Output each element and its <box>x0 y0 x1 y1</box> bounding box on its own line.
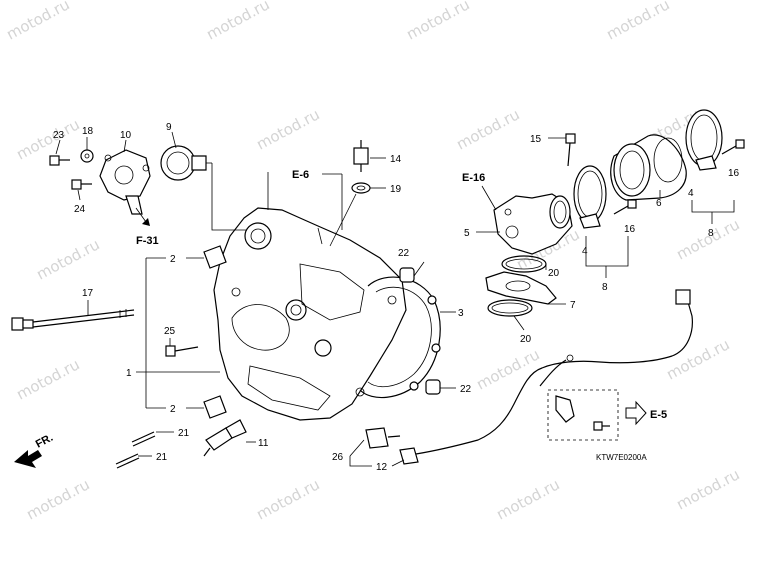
ref-e5: E-5 <box>625 400 667 426</box>
front-label: FR. <box>34 432 55 451</box>
part-washer-19 <box>351 182 371 194</box>
part-clamp-8-left <box>573 165 607 229</box>
part-oring-20-lower <box>487 299 533 317</box>
leader-lines <box>55 131 735 467</box>
callout-4-right: 4 <box>688 188 694 199</box>
ref-e6: E-6 <box>292 169 309 181</box>
callout-11: 11 <box>258 438 269 449</box>
part-washer-18 <box>80 149 94 163</box>
diagram-code: KTW7E0200A <box>596 453 647 462</box>
part-cylinder-head <box>213 207 407 421</box>
callout-2-lower: 2 <box>170 404 176 415</box>
part-bolt-16-left <box>613 199 637 215</box>
part-insulator-7 <box>485 271 557 305</box>
part-thermostat <box>160 145 212 181</box>
watermark-text: motod.ru <box>253 105 322 153</box>
callout-labels: 23 18 10 9 24 14 19 2 2 1 25 17 21 21 11… <box>53 122 740 473</box>
callout-20-upper: 20 <box>548 268 560 279</box>
ref-e5-arrow <box>625 400 647 426</box>
ref-e16: E-16 <box>462 172 485 184</box>
ref-e5-label: E-5 <box>650 409 667 421</box>
flow-arrow-f31 <box>135 207 150 226</box>
part-intake-pipe-5 <box>493 193 573 255</box>
watermark-text: motod.ru <box>23 475 92 523</box>
callout-26: 26 <box>332 452 344 463</box>
callout-12: 12 <box>376 462 388 473</box>
callout-9: 9 <box>166 122 172 133</box>
callout-7: 7 <box>570 300 576 311</box>
callout-18: 18 <box>82 126 94 137</box>
front-arrow-icon <box>14 450 42 468</box>
part-dowel-22-upper <box>399 267 415 283</box>
watermark-text: motod.ru <box>673 465 742 513</box>
callout-4-left: 4 <box>582 246 588 257</box>
callout-22-upper: 22 <box>398 248 410 259</box>
callout-6: 6 <box>656 198 662 209</box>
part-stud-21-lower <box>115 453 140 469</box>
part-sensor-12 <box>365 427 419 465</box>
ref-f31: F-31 <box>136 235 159 247</box>
ref-f31-label: F-31 <box>136 235 159 247</box>
part-spark-plug-11 <box>203 419 247 457</box>
watermark-text: motod.ru <box>253 475 322 523</box>
callout-23: 23 <box>53 130 65 141</box>
callout-20-lower: 20 <box>520 334 532 345</box>
watermark-text: motod.ru <box>473 345 542 393</box>
part-sensor-14 <box>353 140 369 172</box>
ref-e6-label: E-6 <box>292 169 309 181</box>
part-bolt-15 <box>565 133 576 167</box>
part-clamp-8-right <box>685 109 723 171</box>
callout-21-upper: 21 <box>178 428 190 439</box>
watermark-text: motod.ru <box>13 115 82 163</box>
part-wire-harness <box>415 289 693 455</box>
part-bolt-23 <box>49 155 70 166</box>
watermark-text: motod.ru <box>493 475 562 523</box>
watermark-text: motod.ru <box>453 105 522 153</box>
e5-detail-box <box>547 389 619 441</box>
callout-22-lower: 22 <box>460 384 472 395</box>
callout-5: 5 <box>464 228 470 239</box>
part-bolt-25 <box>165 345 199 357</box>
callout-24: 24 <box>74 204 86 215</box>
watermark-text: motod.ru <box>203 0 272 44</box>
watermark-text: motod.ru <box>13 355 82 403</box>
ref-e16-label: E-16 <box>462 172 485 184</box>
part-bolt-16-right <box>721 139 745 155</box>
callout-2-upper: 2 <box>170 254 176 265</box>
callout-8-left: 8 <box>602 282 608 293</box>
callout-25: 25 <box>164 326 176 337</box>
part-dowel-2-upper <box>203 245 227 269</box>
callout-8-right: 8 <box>708 228 714 239</box>
callout-14: 14 <box>390 154 402 165</box>
part-stud-bolt-17 <box>11 309 135 331</box>
callout-1: 1 <box>126 368 132 379</box>
callout-21-lower: 21 <box>156 452 168 463</box>
callout-16-right: 16 <box>728 168 740 179</box>
watermark-text: motod.ru <box>403 0 472 44</box>
part-joint-6 <box>610 134 687 201</box>
callout-3: 3 <box>458 308 464 319</box>
callout-10: 10 <box>120 130 132 141</box>
callout-17: 17 <box>82 288 94 299</box>
watermark-text: motod.ru <box>673 215 742 263</box>
callout-15: 15 <box>530 134 542 145</box>
callout-19: 19 <box>390 184 402 195</box>
watermark-text: motod.ru <box>33 235 102 283</box>
part-dowel-22-lower <box>425 379 441 395</box>
watermark-text: motod.ru <box>663 335 732 383</box>
front-direction-indicator: FR. <box>14 432 55 468</box>
part-thermostat-cover <box>99 149 151 215</box>
watermark-text: motod.ru <box>3 0 72 44</box>
watermark-text: motod.ru <box>603 0 672 44</box>
part-bolt-24 <box>71 179 92 190</box>
part-stud-21-upper <box>131 431 156 447</box>
callout-16-left: 16 <box>624 224 636 235</box>
part-dowel-2-lower <box>203 395 227 419</box>
